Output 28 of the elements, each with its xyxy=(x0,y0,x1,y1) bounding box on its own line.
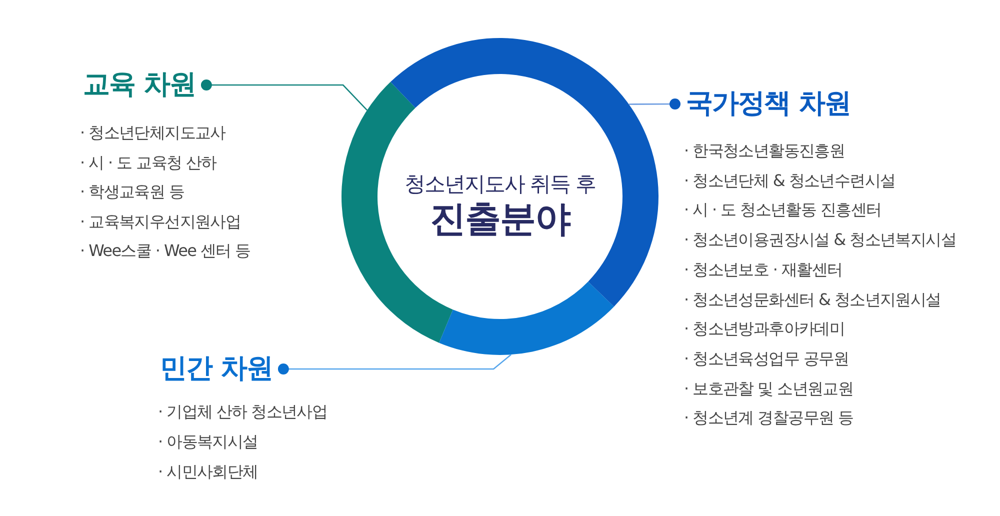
list-item: · 시 · 도 청소년활동 진흥센터 xyxy=(684,199,882,222)
list-item: · 청소년단체 & 청소년수련시설 xyxy=(684,170,896,192)
list-item: · 시민사회단체 xyxy=(158,461,258,483)
list-item: · 보호관찰 및 소년원교원 xyxy=(684,378,854,400)
list-item: · Wee스쿨 · Wee 센터 등 xyxy=(80,240,250,262)
list-item: · 청소년성문화센터 & 청소년지원시설 xyxy=(684,288,941,310)
list-item: · 기업체 산하 청소년사업 xyxy=(158,401,328,423)
list-item: · 학생교육원 등 xyxy=(80,181,184,204)
category-heading: 국가정책 차원 xyxy=(686,88,850,120)
list-item: · 청소년단체지도교사 xyxy=(80,122,226,144)
category-heading: 교육 차원 xyxy=(83,69,196,101)
leader-line xyxy=(200,80,368,111)
list-item: · 청소년보호 · 재활센터 xyxy=(684,258,842,281)
list-item: · 교육복지우선지원사업 xyxy=(80,210,241,233)
donut-segment xyxy=(390,38,658,307)
list-item: · 청소년육성업무 공무원 xyxy=(684,348,849,370)
category-heading: 민간 차원 xyxy=(160,353,272,385)
list-item: · 한국청소년활동진흥원 xyxy=(684,140,845,162)
donut-segment xyxy=(439,282,614,355)
list-item: · 청소년계 경찰공무원 등 xyxy=(684,407,854,430)
center-subtitle: 청소년지도사 취득 후 xyxy=(404,171,596,197)
list-item: · 아동복지시설 xyxy=(158,431,258,453)
leader-line xyxy=(628,98,680,110)
center-title: 진출분야 xyxy=(430,199,570,241)
list-item: · 청소년방과후아카데미 xyxy=(684,318,845,340)
leader-line xyxy=(278,354,512,374)
list-item: · 청소년이용권장시설 & 청소년복지시설 xyxy=(684,229,956,252)
list-item: · 시 · 도 교육청 산하 xyxy=(80,152,216,174)
